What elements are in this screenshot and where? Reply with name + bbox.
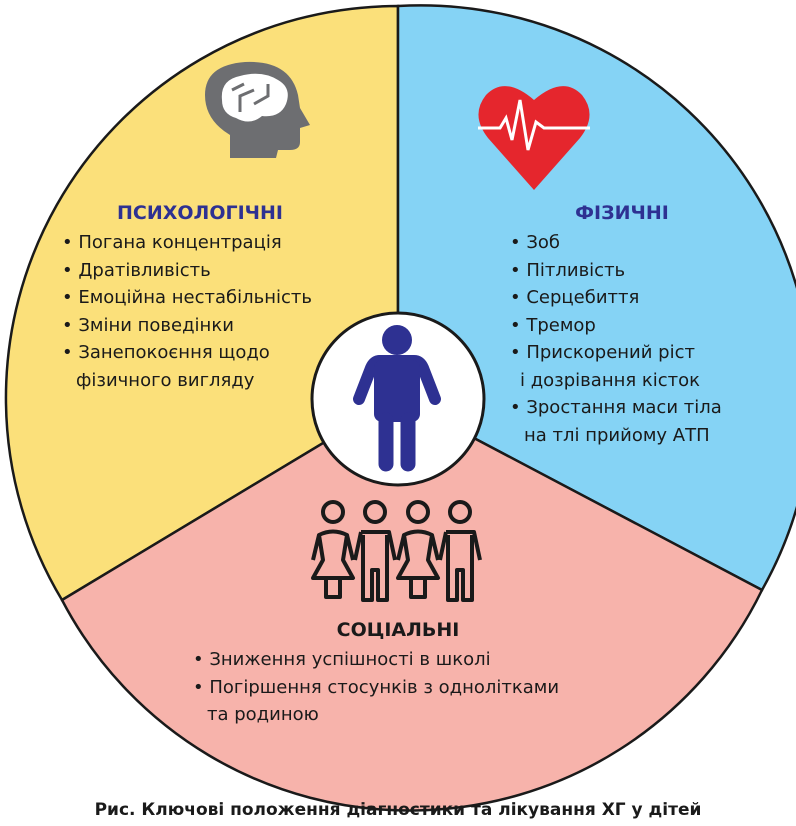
list-item: • Дратівливість bbox=[62, 259, 211, 281]
sector-psychological bbox=[4, 4, 400, 602]
list-item: • Зміни поведінки bbox=[62, 314, 234, 336]
brain-head-icon bbox=[205, 61, 310, 158]
heart-ecg-icon bbox=[478, 86, 590, 190]
psychological-heading: ПСИХОЛОГІЧНІ bbox=[117, 202, 283, 224]
list-item: • Пітливість bbox=[510, 259, 626, 281]
list-item: • Прискорений ріст bbox=[510, 342, 695, 363]
list-item: • Занепокоєння щодо bbox=[62, 342, 270, 363]
social-list: • Зниження успішності в школі • Погіршен… bbox=[193, 646, 559, 729]
social-heading: СОЦІАЛЬНІ bbox=[336, 619, 460, 641]
sector-social bbox=[60, 396, 764, 812]
list-item: • Тремор bbox=[510, 314, 596, 336]
figure-caption: Рис. Ключові положення діагностики та лі… bbox=[94, 800, 702, 820]
physical-heading: ФІЗИЧНІ bbox=[575, 202, 669, 224]
people-group-icon bbox=[311, 500, 482, 602]
list-item: • Емоційна нестабільність bbox=[62, 287, 313, 308]
list-item: на тлі прийому АТП bbox=[524, 424, 710, 446]
sector-physical bbox=[396, 4, 796, 592]
list-item: • Зростання маси тіла bbox=[510, 397, 722, 418]
list-item: • Погіршення стосунків з однолітками bbox=[193, 676, 560, 698]
child-icon bbox=[353, 325, 441, 472]
list-item: • Серцебиття bbox=[510, 287, 640, 308]
list-item: фізичного вигляду bbox=[76, 369, 255, 391]
psychological-list: • Погана концентрація • Дратівливість • … bbox=[62, 229, 312, 394]
physical-list: • Зоб • Пітливість • Серцебиття • Тремор… bbox=[510, 229, 722, 449]
list-item: • Зоб bbox=[510, 232, 560, 253]
list-item: • Погана концентрація bbox=[62, 232, 282, 253]
list-item: і дозрівання кісток bbox=[520, 369, 701, 391]
list-item: • Зниження успішності в школі bbox=[193, 649, 491, 670]
list-item: та родиною bbox=[207, 704, 319, 725]
